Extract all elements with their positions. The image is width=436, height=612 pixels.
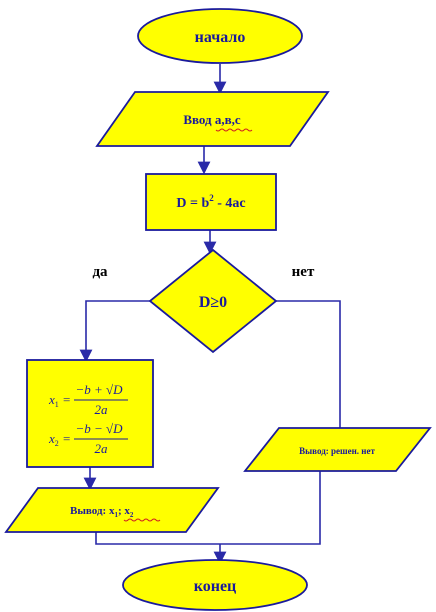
discriminant-node: D = b2 - 4ас	[145, 173, 277, 231]
input-label: Ввод а,в,с	[183, 112, 241, 127]
output-none-label: Вывод: решен. нет	[299, 446, 375, 456]
output-roots-label: Вывод: x1; x2	[70, 505, 134, 519]
connector-output-none-to-end	[220, 471, 321, 545]
output-none-node: Вывод: решен. нет	[243, 427, 432, 472]
formula-x1: x1 = −b + √D 2a	[48, 382, 128, 417]
discriminant-label: D = b2 - 4ас	[176, 193, 245, 211]
spellcheck-underline	[123, 518, 161, 522]
svg-text:x1: x1	[48, 392, 59, 409]
formula-x1-numerator: −b + √D	[75, 382, 123, 397]
condition-node: D≥0	[148, 248, 278, 354]
formula-node: x1 = −b + √D 2a x2 = −b − √D 2a	[26, 359, 154, 468]
formula-x1-denominator: 2a	[95, 402, 109, 417]
formula-x2-denominator: 2a	[95, 441, 109, 456]
connector-no-branch	[276, 300, 341, 428]
svg-text:x2: x2	[48, 431, 59, 448]
formula-x2: x2 = −b − √D 2a	[48, 421, 128, 456]
output-roots-node: Вывод: x1; x2	[4, 487, 220, 533]
branch-yes-label: да	[92, 264, 108, 280]
input-node: Ввод а,в,с	[95, 91, 330, 147]
svg-text:=: =	[63, 431, 70, 446]
end-label: конец	[194, 578, 237, 595]
start-node: начало	[137, 8, 303, 64]
condition-label: D≥0	[199, 294, 227, 311]
end-node: конец	[122, 559, 308, 611]
branch-no-label: нет	[292, 264, 315, 280]
connector-yes-branch	[79, 300, 150, 363]
connector-output-roots-to-end	[95, 532, 220, 545]
spellcheck-underline	[215, 128, 253, 132]
connectors	[79, 64, 341, 565]
start-label: начало	[195, 29, 246, 46]
formula-x2-numerator: −b − √D	[75, 421, 123, 436]
svg-text:=: =	[63, 392, 70, 407]
